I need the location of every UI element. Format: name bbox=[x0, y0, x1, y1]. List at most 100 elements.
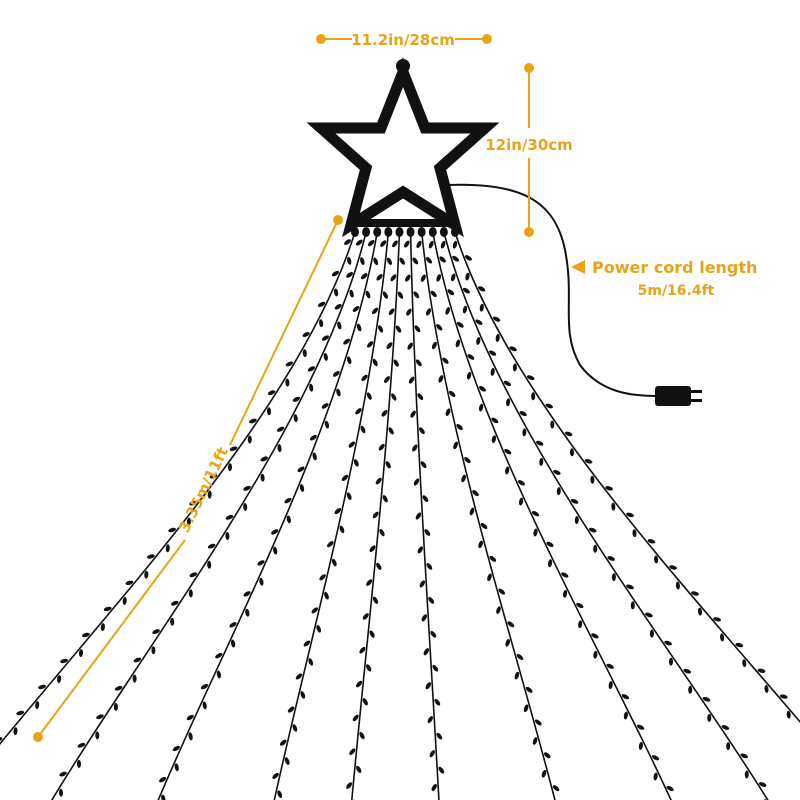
light-bulb bbox=[469, 507, 475, 516]
light-bulb bbox=[404, 240, 410, 248]
light-bulb bbox=[429, 750, 436, 758]
light-bulb bbox=[286, 515, 291, 524]
light-bulb bbox=[249, 418, 257, 424]
light-bulb bbox=[384, 376, 390, 383]
light-bulb bbox=[653, 772, 658, 781]
dimension-endpoint bbox=[524, 227, 534, 237]
light-bulb bbox=[417, 393, 424, 401]
light-bulb bbox=[563, 589, 568, 598]
light-bulb bbox=[267, 390, 276, 396]
light-bulb bbox=[95, 731, 100, 740]
light-bulb bbox=[431, 783, 437, 792]
light-bulb bbox=[38, 684, 46, 690]
light-bulb bbox=[432, 664, 439, 672]
light-bulb bbox=[388, 427, 394, 435]
light-strand bbox=[420, 231, 556, 800]
light-bulb bbox=[386, 342, 393, 349]
light-bulb bbox=[669, 565, 677, 570]
light-bulb bbox=[259, 577, 264, 586]
light-bulb bbox=[462, 305, 468, 314]
light-bulb bbox=[464, 255, 472, 261]
light-bulb bbox=[564, 431, 573, 437]
light-bulb bbox=[393, 359, 399, 367]
light-bulb bbox=[299, 484, 305, 492]
light-bulb bbox=[302, 331, 310, 338]
light-bulb bbox=[456, 321, 464, 328]
light-bulb bbox=[552, 785, 560, 792]
light-bulb bbox=[165, 544, 170, 553]
light-bulb bbox=[260, 473, 265, 482]
light-bulb bbox=[478, 286, 486, 292]
light-bulb bbox=[517, 480, 525, 486]
light-bulb bbox=[430, 290, 437, 298]
light-bulb bbox=[390, 274, 397, 282]
power-cord-length: 5m/16.4ft bbox=[638, 283, 715, 299]
light-bulb bbox=[297, 466, 305, 473]
light-bulb bbox=[430, 630, 437, 638]
light-bulb bbox=[539, 457, 544, 466]
light-bulb bbox=[438, 766, 445, 774]
light-bulb bbox=[757, 668, 766, 673]
light-bulb bbox=[376, 562, 382, 571]
light-bulb bbox=[496, 606, 501, 614]
strand-connector bbox=[417, 227, 426, 237]
light-bulb bbox=[576, 602, 584, 609]
light-bulb bbox=[295, 673, 303, 680]
light-bulb bbox=[373, 257, 379, 266]
dimension-endpoint bbox=[482, 34, 492, 44]
light-bulb bbox=[103, 606, 112, 612]
light-bulb bbox=[421, 614, 428, 622]
light-bulb bbox=[132, 674, 137, 683]
light-bulb bbox=[216, 670, 221, 679]
light-bulb bbox=[415, 359, 422, 367]
light-bulb bbox=[0, 737, 3, 742]
light-bulb bbox=[382, 495, 388, 503]
star-width-dimension: 11.2in/28cm bbox=[316, 31, 492, 49]
light-bulb bbox=[215, 653, 223, 659]
light-bulb bbox=[168, 527, 176, 533]
light-bulb bbox=[428, 597, 435, 604]
light-bulb bbox=[287, 706, 295, 713]
light-bulb bbox=[605, 486, 613, 491]
light-bulb bbox=[493, 316, 501, 322]
dimension-endpoint bbox=[524, 63, 534, 73]
light-strand bbox=[157, 231, 379, 800]
light-bulb bbox=[431, 341, 437, 350]
light-bulb bbox=[171, 600, 179, 606]
light-bulb bbox=[426, 563, 433, 570]
light-bulb bbox=[397, 291, 404, 299]
light-bulb bbox=[744, 770, 749, 779]
light-bulb bbox=[532, 737, 538, 745]
light-bulb bbox=[479, 386, 486, 392]
light-bulb bbox=[189, 500, 197, 506]
light-bulb bbox=[764, 684, 769, 693]
light-strands bbox=[0, 231, 800, 800]
light-bulb bbox=[356, 765, 362, 774]
light-bulb bbox=[319, 319, 324, 328]
light-bulb bbox=[531, 511, 540, 517]
light-bulb bbox=[231, 639, 236, 648]
light-bulb bbox=[125, 580, 134, 586]
light-bulb bbox=[356, 680, 363, 688]
light-bulb bbox=[425, 257, 433, 264]
light-bulb bbox=[525, 686, 533, 693]
light-bulb bbox=[498, 588, 506, 595]
light-bulb bbox=[35, 701, 40, 710]
light-bulb bbox=[439, 256, 446, 263]
light-bulb bbox=[487, 573, 492, 582]
light-bulb bbox=[368, 239, 375, 247]
light-bulb bbox=[209, 473, 218, 479]
light-bulb bbox=[60, 658, 68, 664]
light-bulb bbox=[361, 374, 368, 382]
light-bulb bbox=[348, 441, 356, 448]
light-bulb bbox=[626, 584, 634, 590]
light-bulb bbox=[243, 591, 251, 597]
light-bulb bbox=[413, 478, 420, 486]
light-bulb bbox=[331, 270, 340, 277]
light-bulb bbox=[436, 324, 443, 331]
light-bulb bbox=[415, 512, 422, 520]
light-bulb bbox=[475, 319, 483, 325]
light-bulb bbox=[375, 477, 382, 485]
light-bulb bbox=[324, 591, 329, 600]
